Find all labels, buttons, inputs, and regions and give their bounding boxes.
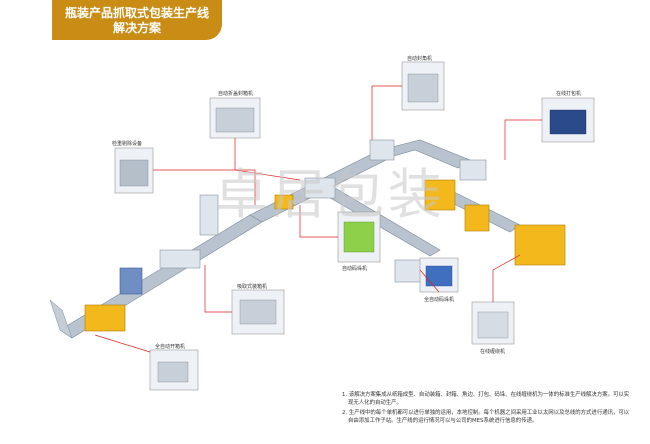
pallet-stack-2 [464,204,490,232]
machine-block-1 [119,267,143,295]
sealer-body [304,177,336,199]
machine-block-2 [159,249,201,269]
title-line-1: 瓶装产品抓取式包装生产线 [64,6,209,20]
callout-lines [94,85,542,353]
title-banner: 瓶装产品抓取式包装生产线 解决方案 [52,0,222,40]
palletizer-stack [424,179,456,211]
label-drop-packer: 吸取式装箱机 [237,284,268,290]
label-strapper: 在线打包机 [556,91,582,97]
finished-pallet [514,224,566,266]
label-corner: 自动封角机 [407,56,433,62]
label-palletizer: 自动码垛机 [342,266,368,272]
label-sealer: 自动折盖封箱机 [218,91,254,97]
label-pallet-feeder: 全自动码垛机 [424,297,455,303]
title-line-2: 解决方案 [112,21,161,35]
line-machines [84,139,566,332]
label-case-erector: 全自动开箱机 [155,344,186,350]
box-1 [274,194,294,210]
photo-illustrations [119,73,587,383]
note-line-3: 2. 生产线中的每个单机都可以进行单独的运用，本地控制。每个机器之间采用工业以太… [342,410,630,416]
note-line-1: 1. 该解决方案集成从纸箱成型、自动装箱、封箱、角边、打包、码垛、在线缠绕机为一… [342,392,630,398]
packer-stack [84,304,126,332]
label-wrapper: 在线缠绕机 [480,349,506,355]
note-line-4: 自由添加工作子站。生产线的运行情况可以与公司的MES系统进行信息的传递。 [348,418,538,424]
note-line-2: 现无人化的自动生产。 [348,400,402,406]
label-conveyor: 检重剔除设备 [112,141,143,147]
strapper-body [459,159,487,181]
checkweigher-tower [199,194,219,236]
corner-body [369,139,395,161]
watermark: 卓居包装 [214,163,446,226]
